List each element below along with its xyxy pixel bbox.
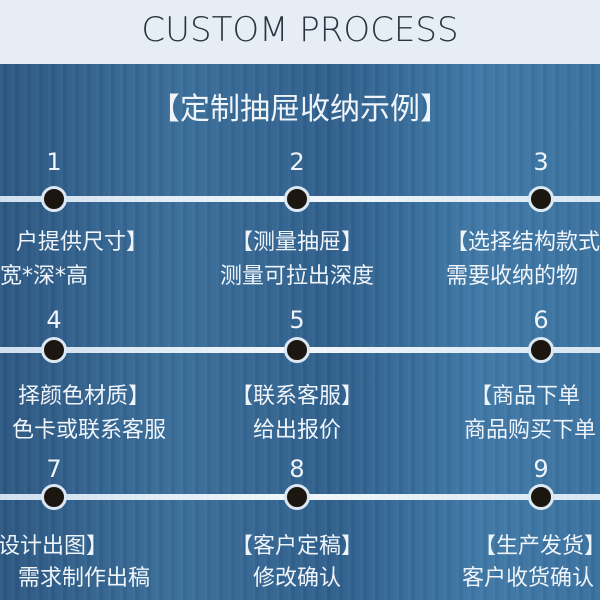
step-title: 【生产发货】 <box>474 534 600 559</box>
step-title: 【联系客服】 <box>230 384 364 409</box>
step-desc: 测量可拉出深度 <box>219 264 375 289</box>
step-number: 9 <box>533 455 549 483</box>
step-dot-icon <box>528 484 554 510</box>
step-title: 【商品下单 <box>470 384 581 409</box>
step-desc: 修改确认 <box>252 566 342 591</box>
step-desc: 需求制作出稿 <box>17 566 150 591</box>
header-band: CUSTOM PROCESS <box>0 0 600 64</box>
step-title: 设计出图】 <box>0 534 108 559</box>
step-number: 8 <box>289 455 305 483</box>
step-dot-icon <box>284 337 310 363</box>
subtitle: 【定制抽屉收纳示例】 <box>150 92 450 127</box>
step-dot-icon <box>528 186 554 212</box>
step-title: 【测量抽屉】 <box>230 230 364 255</box>
step-number: 5 <box>289 306 305 334</box>
step-number: 1 <box>46 148 62 176</box>
step-desc: 给出报价 <box>252 418 342 443</box>
step-number: 3 <box>533 148 549 176</box>
step-desc: 宽*深*高 <box>0 264 88 289</box>
title-english: CUSTOM PROCESS <box>141 10 459 50</box>
step-dot-icon <box>41 337 67 363</box>
step-number: 6 <box>533 306 549 334</box>
step-number: 7 <box>46 455 62 483</box>
step-dot-icon <box>284 186 310 212</box>
step-title: 【选择结构款式 <box>446 230 600 255</box>
step-desc: 商品购买下单 <box>464 418 597 443</box>
step-number: 2 <box>289 148 305 176</box>
step-desc: 客户收货确认 <box>462 566 595 591</box>
step-dot-icon <box>41 484 67 510</box>
step-title: 户提供尺寸】 <box>15 230 148 255</box>
step-title: 【客户定稿】 <box>230 534 364 559</box>
step-dot-icon <box>284 484 310 510</box>
step-desc: 色卡或联系客服 <box>11 418 166 443</box>
step-dot-icon <box>41 186 67 212</box>
step-desc: 需要收纳的物 <box>446 264 579 289</box>
step-title: 择颜色材质】 <box>17 384 150 409</box>
step-dot-icon <box>528 337 554 363</box>
process-panel <box>0 64 600 600</box>
step-number: 4 <box>46 306 62 334</box>
